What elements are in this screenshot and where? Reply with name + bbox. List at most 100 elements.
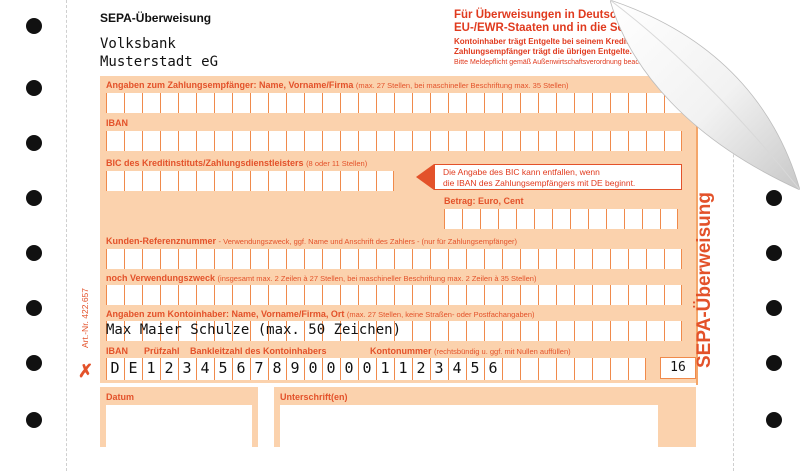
char-cell: [448, 358, 466, 380]
char-cell: [538, 285, 556, 305]
payee-name-label: Angaben zum Zahlungsempfänger: Name, Vor…: [106, 80, 569, 90]
char-cell: [358, 171, 376, 191]
customer-reference-field[interactable]: [106, 249, 682, 269]
char-cell: [394, 321, 412, 341]
char-cell: [106, 93, 124, 113]
page-curl-icon: [610, 0, 800, 190]
char-cell: [142, 285, 160, 305]
payee-name-field[interactable]: [106, 93, 682, 113]
bank-name-line2: Musterstadt eG: [100, 54, 219, 70]
char-cell: [358, 93, 376, 113]
char-cell: [520, 249, 538, 269]
char-cell: [664, 285, 682, 305]
char-cell: [304, 249, 322, 269]
iban-digit: 0: [308, 359, 318, 377]
char-cell: [304, 358, 322, 380]
char-cell: [160, 131, 178, 151]
char-cell: [160, 358, 178, 380]
iban-digit: 3: [434, 359, 444, 377]
char-cell: [556, 249, 574, 269]
char-cell: [466, 321, 484, 341]
account-holder-label: Angaben zum Kontoinhaber: Name, Vorname/…: [106, 309, 535, 319]
char-cell: [570, 209, 588, 229]
char-cell: [358, 285, 376, 305]
char-cell: [322, 321, 340, 341]
char-cell: [250, 171, 268, 191]
char-cell: [232, 321, 250, 341]
signature-label: Unterschrift(en): [280, 392, 348, 402]
iban-digit: 1: [146, 359, 156, 377]
char-cell: [628, 131, 646, 151]
char-cell: [430, 285, 448, 305]
char-cell: [106, 321, 124, 341]
char-cell: [160, 321, 178, 341]
char-cell: [556, 131, 574, 151]
bic-field[interactable]: [106, 171, 394, 191]
char-cell: [214, 131, 232, 151]
iban-digit: 5: [470, 359, 480, 377]
char-cell: [250, 249, 268, 269]
char-cell: [646, 321, 664, 341]
char-cell: [628, 285, 646, 305]
purpose-field[interactable]: [106, 285, 682, 305]
iban-digit: 4: [452, 359, 462, 377]
char-cell: [448, 285, 466, 305]
perforation-hole: [766, 412, 782, 428]
char-cell: [160, 93, 178, 113]
account-holder-field[interactable]: [106, 321, 682, 341]
char-cell: [628, 249, 646, 269]
perforation-hole: [26, 300, 42, 316]
char-cell: [574, 131, 592, 151]
char-cell: [178, 171, 196, 191]
char-cell: [592, 93, 610, 113]
char-cell: [538, 249, 556, 269]
char-cell: [660, 209, 678, 229]
char-cell: [142, 249, 160, 269]
char-cell: [124, 131, 142, 151]
perforation-hole: [26, 18, 42, 34]
perforation-hole: [766, 300, 782, 316]
char-cell: [538, 321, 556, 341]
char-cell: [214, 358, 232, 380]
char-cell: [160, 171, 178, 191]
char-cell: [268, 358, 286, 380]
char-cell: [394, 285, 412, 305]
char-cell: [358, 249, 376, 269]
iban-digit: D: [110, 359, 120, 377]
char-cell: [502, 285, 520, 305]
char-cell: [592, 321, 610, 341]
char-cell: [394, 93, 412, 113]
char-cell: [502, 93, 520, 113]
char-cell: [286, 171, 304, 191]
perforation-hole: [766, 245, 782, 261]
char-cell: [664, 131, 682, 151]
char-cell: [160, 285, 178, 305]
date-field[interactable]: [106, 405, 252, 447]
char-cell: [196, 321, 214, 341]
char-cell: [142, 321, 160, 341]
payee-iban-field[interactable]: [106, 131, 682, 151]
amount-field[interactable]: [444, 209, 678, 229]
payer-iban-field[interactable]: [106, 358, 646, 380]
char-cell: [178, 285, 196, 305]
char-cell: [502, 249, 520, 269]
signature-field[interactable]: [280, 405, 658, 447]
form-code-box: [660, 357, 696, 379]
perforation-hole: [766, 190, 782, 206]
char-cell: [448, 321, 466, 341]
char-cell: [610, 93, 628, 113]
char-cell: [250, 93, 268, 113]
iban-digit: 0: [362, 359, 372, 377]
char-cell: [646, 93, 664, 113]
char-cell: [232, 249, 250, 269]
char-cell: [178, 131, 196, 151]
char-cell: [340, 171, 358, 191]
bic-label: BIC des Kreditinstituts/Zahlungsdienstle…: [106, 158, 368, 168]
char-cell: [556, 93, 574, 113]
char-cell: [664, 249, 682, 269]
form-body: SEPA-Überweisung Volksbank Musterstadt e…: [66, 0, 734, 471]
char-cell: [628, 358, 646, 380]
char-cell: [376, 131, 394, 151]
char-cell: [376, 171, 394, 191]
